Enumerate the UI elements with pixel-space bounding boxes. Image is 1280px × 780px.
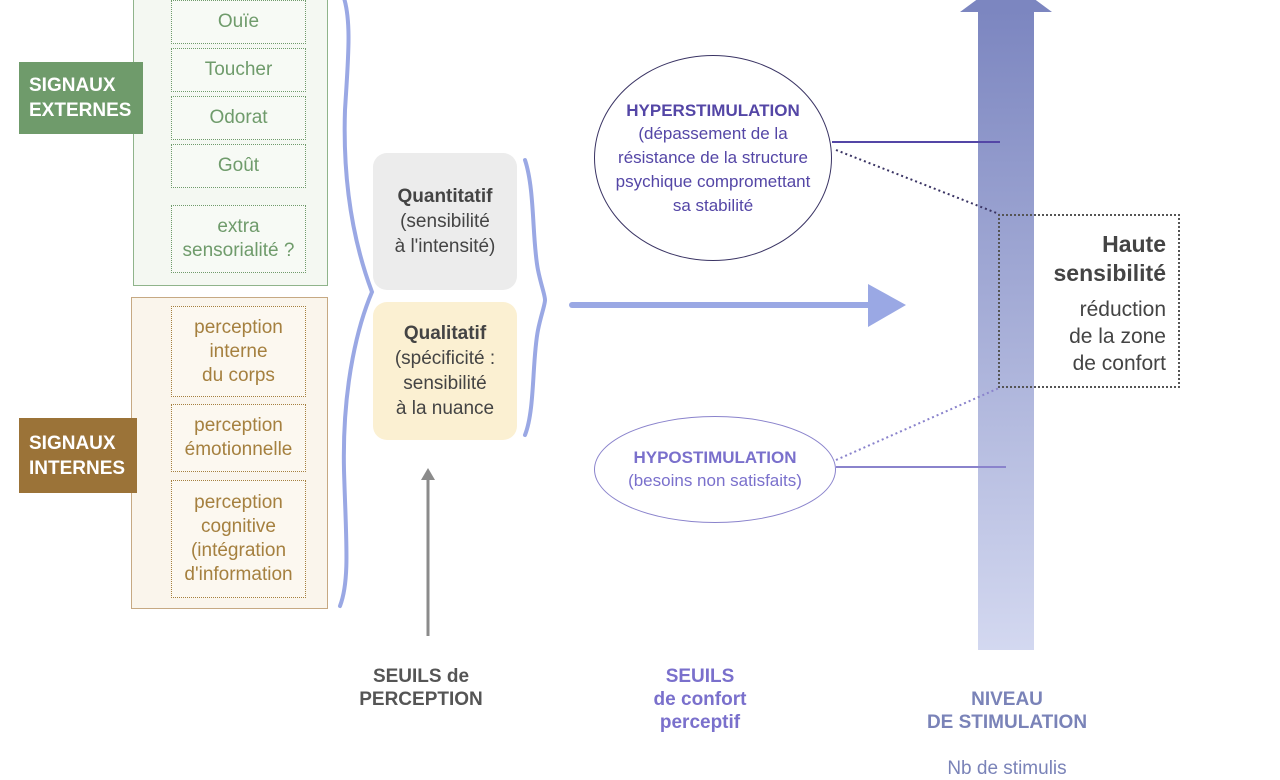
comfort-thresholds-label: SEUILS de confort perceptif [653,666,747,733]
perception-box-emotional: perception émotionnelle [171,404,306,472]
high-sensitivity-title: Haute sensibilité [1053,231,1166,286]
sense-label: Goût [217,155,260,176]
center-brace [523,158,548,437]
external-signals-label: SIGNAUX EXTERNES [19,62,143,134]
perception-box-body: perception interne du corps [171,306,306,397]
sense-label: Odorat [209,107,268,128]
hyperstimulation-description: (dépassement de la résistance de la stru… [615,123,811,215]
hypostimulation-ellipse: HYPOSTIMULATION (besoins non satisfaits) [594,416,836,523]
arrow-to-comfort-head [868,284,906,327]
hyperstimulation-ellipse: HYPERSTIMULATION (dépassement de la rési… [594,55,832,261]
high-sensitivity-description: réduction de la zone de confort [1069,298,1166,375]
left-brace [338,0,375,608]
hyperstimulation-title: HYPERSTIMULATION [626,100,800,120]
hyper-dotted-link [835,149,1000,215]
sense-label: extra sensorialité ? [182,216,295,261]
qualitative-title: Qualitatif [403,323,487,344]
hypostimulation-title: HYPOSTIMULATION [633,448,797,467]
hypostimulation-description: (besoins non satisfaits) [628,471,802,490]
diagram-graphics [338,0,1052,650]
high-sensitivity-box: Haute sensibilité réduction de la zone d… [998,214,1180,388]
perception-label: perception interne du corps [194,316,283,386]
sense-box-extrasensoriality: extra sensorialité ? [171,205,306,273]
perception-box-cognitive: perception cognitive (intégration d'info… [171,480,306,598]
perception-thresholds-label: SEUILS de PERCEPTION [359,666,483,710]
sense-box-gout: Goût [171,144,306,188]
sense-box-odorat: Odorat [171,96,306,140]
qualitative-description: (spécificité : sensibilité à la nuance [394,348,496,419]
stimulation-arrow-head [960,0,1052,12]
stimulation-level-title: NIVEAU DE STIMULATION [926,689,1088,733]
sense-label: Toucher [204,59,273,80]
perception-label: perception émotionnelle [184,415,293,460]
perception-label: perception cognitive (intégration d'info… [184,492,293,585]
sense-box-ouie: Ouïe [171,0,306,44]
sense-box-toucher: Toucher [171,48,306,92]
quantitative-title: Quantitatif [397,186,493,207]
stimulation-arrow-shaft [978,10,1034,650]
stimulation-level-subtitle: Nb de stimulis [947,758,1067,779]
quantitative-description: (sensibilité à l'intensité) [394,211,496,257]
stimulation-level-label: NIVEAU DE STIMULATION Nb de stimulis [912,665,1102,780]
internal-signals-label: SIGNAUX INTERNES [19,418,137,493]
internal-signals-label-text: SIGNAUX INTERNES [29,432,126,479]
quantitative-threshold-box: Quantitatif (sensibilité à l'intensité) [373,153,517,290]
external-signals-label-text: SIGNAUX EXTERNES [29,75,132,121]
sense-label: Ouïe [217,11,260,32]
hypo-dotted-link [835,387,1000,461]
qualitative-threshold-box: Qualitatif (spécificité : sensibilité à … [373,302,517,440]
perception-up-arrow-head [421,468,435,480]
